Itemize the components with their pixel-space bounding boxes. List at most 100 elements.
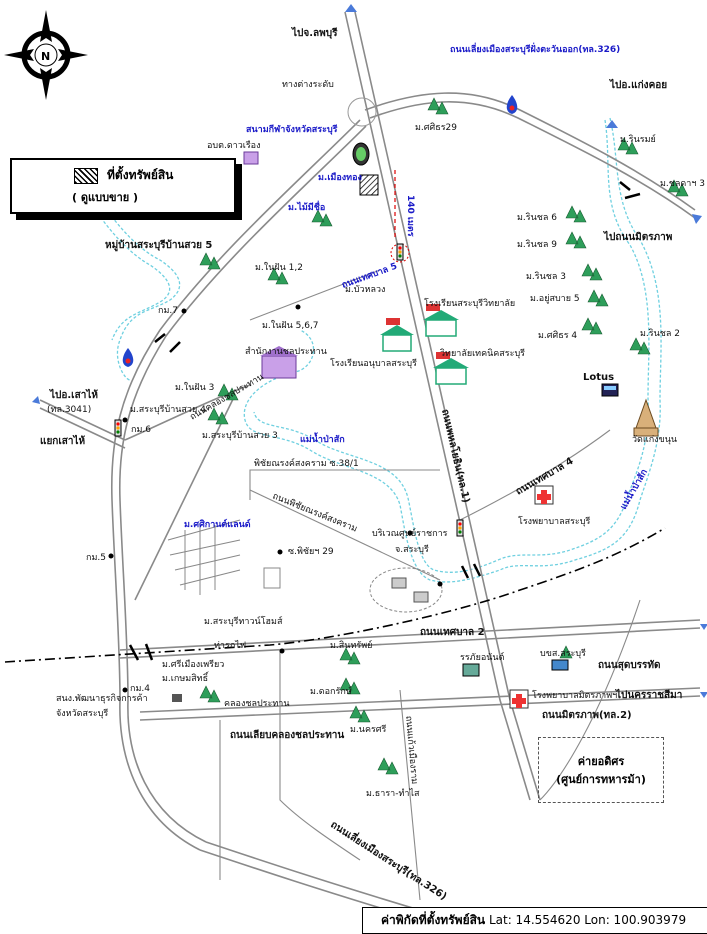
pasak-river-line: [243, 117, 662, 583]
label-m-saraburi-town: ม.สระบุรีทาวน์โฮมส์: [204, 615, 283, 627]
label-distance: 140 เมตร: [405, 195, 415, 237]
building-outline: [263, 567, 281, 589]
tetsaban4-road: [459, 429, 611, 521]
label-school-anuban: โรงเรียนอนุบาลสระบุรี: [330, 358, 417, 369]
label-m-rinrom: ม.รินรมย์: [620, 133, 656, 145]
gas-station-icon-2: [122, 348, 134, 367]
camp-area: ค่ายอดิศร (ศูนย์การทหารม้า): [538, 737, 664, 803]
store-icon: [601, 383, 619, 397]
phichai-road: [249, 489, 441, 581]
label-m-rinchon3: ม.รินชล 3: [526, 271, 566, 282]
school-icon-3: [433, 352, 469, 385]
label-m-saraburi-banswai3: ม.สระบุรีบ้านสวย 3: [202, 430, 278, 441]
school-icon: [380, 318, 414, 352]
hospital-icon-2: [509, 689, 529, 709]
compass-north-label: N: [41, 50, 50, 63]
label-tetsaban2: ถนนเทศบาล 2: [420, 627, 485, 638]
label-hwy3041: (ทล.3041): [47, 405, 91, 415]
phichai-soi-road: [249, 469, 440, 500]
label-soi-phichai29: ซ.พิชัยฯ 29: [288, 546, 334, 557]
compass-icon: N: [4, 10, 88, 100]
label-saohai-junction: แยกเสาไห้: [40, 434, 86, 447]
label-phichai-road: ถนนพิชัยณรงค์สงคราม: [271, 490, 359, 535]
label-kcmall: รรภัยอนันต์: [460, 651, 505, 663]
coordinates-label: ค่าพิกัดที่ตั้งทรัพย์สิน: [381, 913, 486, 927]
housing-grid: [167, 519, 241, 595]
label-lotus: Lotus: [583, 372, 614, 383]
label-m-sakkrit29: ม.ศศิธร29: [415, 122, 457, 133]
label-m-sakkarin: ม.ศศิกานต์แลนด์: [184, 518, 251, 530]
canal-bypass-road-2: [139, 695, 701, 721]
east-bypass-road: [364, 92, 696, 211]
label-city-hall-area-2: จ.สระบุรี: [395, 544, 429, 555]
legend-title: ที่ตั้งทรัพย์สิน: [107, 168, 174, 182]
camp-line2: (ศูนย์การทหารม้า): [556, 773, 646, 786]
label-km5: กม.5: [86, 553, 106, 563]
tetsaban2-road: [119, 619, 701, 651]
west-road-2: [118, 125, 367, 843]
label-m-naifan567: ม.ในฝัน 5,6,7: [262, 320, 319, 331]
label-to-lopburi: ไปจ.ลพบุรี: [291, 26, 338, 39]
label-m-rinchon6: ม.รินชล 6: [517, 212, 557, 223]
label-to-saohai: ไปอ.เสาไห้: [49, 388, 98, 401]
tambon-office-icon: [243, 151, 259, 165]
hospital-icon: [534, 485, 554, 505]
label-to-kaengkhoi: ไปอ.แก่งคอย: [609, 78, 667, 91]
traffic-light-circle: [390, 243, 410, 263]
label-m-sasithorn4: ม.ศศิธร 4: [538, 330, 577, 341]
east-bypass-road-2: [369, 101, 696, 219]
label-canal-bypass: คลองชลประทาน: [224, 699, 289, 709]
label-city-hall-area: บริเวณศูนย์ราชการ: [372, 527, 448, 539]
pasak-river-line-2: [253, 119, 650, 573]
interchange-circle: [347, 97, 377, 127]
label-tambon-office: อบต.ดาวเรือง: [207, 140, 261, 151]
school-icon-2: [423, 304, 459, 337]
label-km6: กม.6: [131, 425, 151, 435]
bridge-icon: [154, 333, 181, 353]
label-phichai-soi: พิชัยณรงค์สงคราม ซ.38/1: [254, 457, 359, 469]
city-hall-building: [391, 577, 407, 589]
label-mittraphap-road: ถนนมิตรภาพ(ทล.2): [542, 709, 632, 721]
village-icons: [199, 97, 689, 775]
property-marker: [359, 174, 379, 196]
label-to-mittraphap: ไปถนนมิตรภาพ: [603, 230, 673, 243]
km-markers: [108, 304, 443, 693]
label-wat: วัดแก่งขนุน: [632, 435, 677, 445]
gas-station-icon: [506, 95, 518, 114]
label-m-yusabai5: ม.อยู่สบาย 5: [530, 294, 580, 304]
bridge-icon-4: [128, 643, 154, 661]
stadium-icon: [352, 142, 370, 166]
label-m-srimuangphrao: ม.ศรีเมืองเพรียว: [162, 659, 224, 670]
canal-road: [124, 384, 251, 441]
legend-subtitle: ( ดูแบบขาย ): [72, 191, 139, 204]
city-hall-building-2: [413, 591, 429, 603]
train-station-icon: [172, 694, 182, 702]
canal-north-west: [99, 199, 181, 381]
traffic-light-icon-2: [114, 419, 122, 437]
bus-station-icon: [551, 659, 569, 671]
label-m-nakhonsri: ม.นครศรี: [350, 724, 387, 735]
label-govt-office: สำนักงานชลประทาน: [245, 346, 327, 357]
west-road: [110, 119, 361, 851]
label-pasak-river-2: แม่น้ำป่าสัก: [616, 466, 650, 511]
label-school-saraburiwit: โรงเรียนสระบุรีวิทยาลัย: [424, 298, 515, 309]
bypass-326-south-2: [205, 841, 427, 913]
label-m-muangthong: ม.เมืองทอง: [318, 171, 362, 183]
label-to-korat: ไปนครราชสีมา: [615, 688, 682, 701]
tetsaban2-road-2: [119, 627, 701, 659]
label-m-kasemsit: ม.เกษมสิทธิ์: [162, 671, 210, 684]
label-m-rinchon2: ม.รินชล 2: [640, 328, 680, 339]
city-hall-zone: [369, 567, 443, 613]
label-m-tara: ม.ธารา-ทำไส: [366, 788, 420, 799]
coordinates-lon: Lon: 100.903979: [584, 913, 687, 927]
coordinates-box: ค่าพิกัดที่ตั้งทรัพย์สิน Lat: 14.554620 …: [362, 907, 707, 934]
bridge-icon-3: [460, 563, 482, 579]
canal-north-west-2: [91, 204, 171, 341]
government-office-icon: [260, 346, 298, 379]
label-m-naifan12: ม.ในฝัน 1,2: [255, 262, 303, 273]
saohai-road: [39, 399, 126, 441]
railway-line: [4, 527, 666, 663]
label-train-station: ท่ารถไฟ: [214, 640, 246, 651]
traffic-light-icon: [396, 243, 404, 261]
